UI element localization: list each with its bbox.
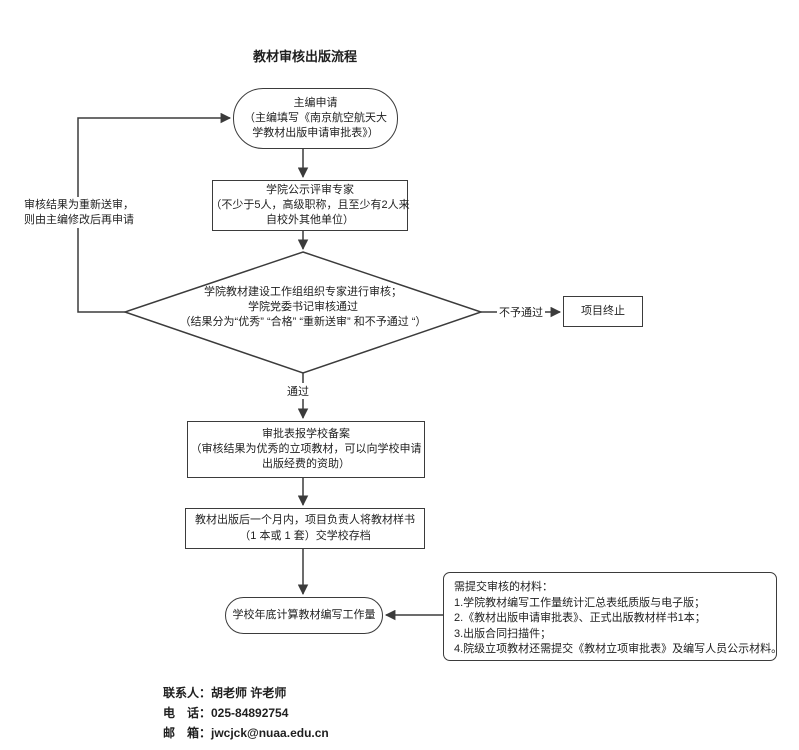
node-terminate-label: 项目终止 <box>581 304 625 317</box>
note-materials-line: 2.《教材出版申请审批表》、正式出版教材样书1本； <box>454 612 706 625</box>
page-title: 教材审核出版流程 <box>252 49 358 64</box>
node-terminate: 项目终止 <box>563 296 643 327</box>
note-materials-line: 4.院级立项教材还需提交《教材立项审批表》及编写人员公示材料。 <box>454 643 783 656</box>
edge-label-resubmit: 审核结果为重新送审， 则由主编修改后再申请 <box>22 197 136 229</box>
node-workload-label: 学校年底计算教材编写工作量 <box>232 608 376 621</box>
node-decision-line: 学院党委书记审核通过 <box>248 301 358 314</box>
contact-info: 联系人：胡老师 许老师 电 话：025-84892754 邮 箱：jwcjck@… <box>163 683 329 743</box>
node-workload: 学校年底计算教材编写工作量 <box>225 597 383 634</box>
node-start-line: （主编填写《南京航空航天大 <box>244 111 387 124</box>
node-decision-line: 学院教材建设工作组组织专家进行审核； <box>204 286 402 298</box>
node-decision: 学院教材建设工作组组织专家进行审核； 学院党委书记审核通过 （结果分为“优秀” … <box>133 285 473 331</box>
node-record: 审批表报学校备案 （审核结果为优秀的立项教材，可以向学校申请 出版经费的资助） <box>187 421 425 478</box>
node-archive-line: （1 本或 1 套）交学校存档 <box>239 529 371 542</box>
node-experts-line: （不少于5人，高级职称，且至少有2人来 <box>210 198 410 211</box>
contact-phone: 电 话：025-84892754 <box>163 706 289 720</box>
contact-email: 邮 箱：jwcjck@nuaa.edu.cn <box>163 726 329 740</box>
node-archive-line: 教材出版后一个月内，项目负责人将教材样书 <box>195 514 415 527</box>
node-decision-line: （结果分为“优秀” “合格” “重新送审” 和不予通过 “） <box>179 316 427 329</box>
node-experts-line: 自校外其他单位） <box>266 214 354 227</box>
node-start-line: 学教材出版申请审批表》） <box>252 127 379 140</box>
node-start: 主编申请 （主编填写《南京航空航天大 学教材出版申请审批表》） <box>233 88 398 149</box>
node-experts: 学院公示评审专家 （不少于5人，高级职称，且至少有2人来 自校外其他单位） <box>210 180 410 231</box>
note-materials-line: 需提交审核的材料： <box>454 581 553 593</box>
edge-label-fail: 不予通过 <box>497 304 545 320</box>
node-archive: 教材出版后一个月内，项目负责人将教材样书 （1 本或 1 套）交学校存档 <box>185 508 425 549</box>
edge-label-resubmit-line: 审核结果为重新送审， <box>24 199 134 211</box>
note-materials: 需提交审核的材料： 1.学院教材编写工作量统计汇总表纸质版与电子版； 2.《教材… <box>443 572 783 661</box>
note-materials-line: 1.学院教材编写工作量统计汇总表纸质版与电子版； <box>454 596 706 609</box>
note-materials-line: 3.出版合同扫描件； <box>454 627 552 640</box>
node-record-line: 审批表报学校备案 <box>262 427 350 440</box>
node-record-line: 出版经费的资助） <box>262 458 350 471</box>
node-start-line: 主编申请 <box>293 96 338 109</box>
node-experts-line: 学院公示评审专家 <box>266 183 354 196</box>
edge-label-pass: 通过 <box>285 383 311 399</box>
contact-person: 联系人：胡老师 许老师 <box>163 686 287 700</box>
edge-label-resubmit-line: 则由主编修改后再申请 <box>24 213 134 226</box>
node-record-line: （审核结果为优秀的立项教材，可以向学校申请 <box>190 442 422 455</box>
